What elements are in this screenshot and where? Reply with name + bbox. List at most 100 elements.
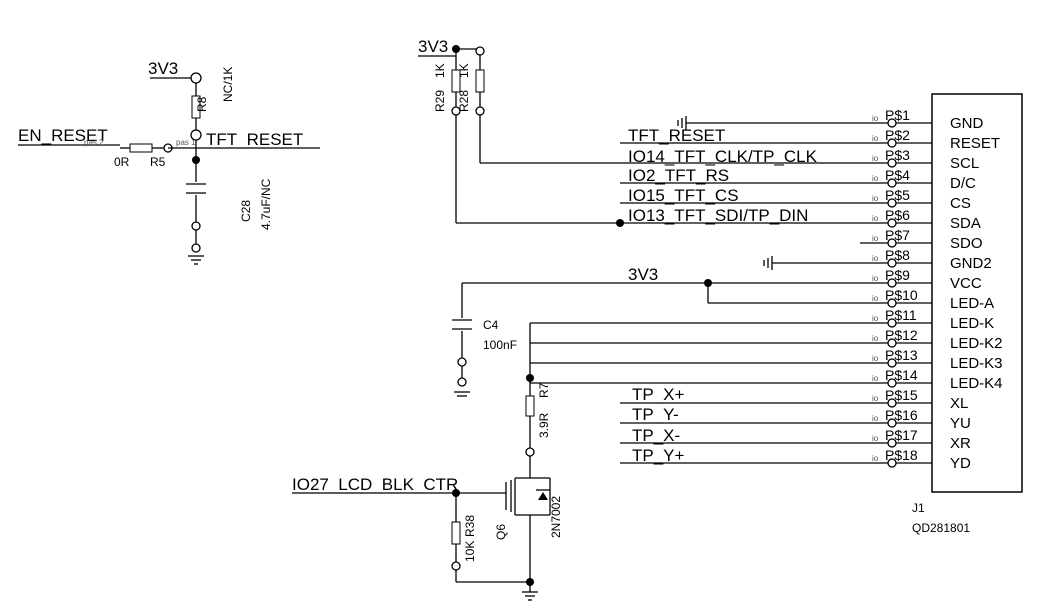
reset-circuit: EN_RESET pas 2 0R R5 pas 1 TFT_RESET 3V3… xyxy=(18,59,320,265)
connector-pad-label: P$5 xyxy=(885,187,910,203)
connector-pin-io: io xyxy=(872,194,879,203)
connector-pin-name: XR xyxy=(950,435,971,452)
j1-value: QD281801 xyxy=(912,521,970,535)
connector-pin-name: SDA xyxy=(950,215,981,232)
connector-pin-io: io xyxy=(872,374,879,383)
r29-value: 1K xyxy=(433,63,447,78)
connector-pin-io: io xyxy=(872,294,879,303)
j1-name: J1 xyxy=(912,501,925,515)
connector-pad-label: P$11 xyxy=(885,307,917,323)
connector-pad-label: P$14 xyxy=(885,367,918,383)
r28-name: R28 xyxy=(457,90,471,112)
svg-text:pas 1: pas 1 xyxy=(176,138,196,147)
connector-pin-end xyxy=(887,458,897,468)
net-io2: IO2_TFT_RS xyxy=(628,166,729,185)
connector-pin-io: io xyxy=(872,214,879,223)
connector-pad-label: P$13 xyxy=(885,347,918,363)
connector-pin-end xyxy=(887,298,897,308)
connector-pin-end xyxy=(887,118,897,128)
connector-pad-label: P$2 xyxy=(885,127,910,143)
connector-pin-name: LED-K2 xyxy=(950,335,1003,352)
connector-pin-end xyxy=(887,258,897,268)
c4-name: C4 xyxy=(483,318,499,332)
connector-pin-end xyxy=(887,178,897,188)
connector-pin-end xyxy=(887,238,897,248)
net-tft-reset-left: TFT_RESET xyxy=(206,130,303,149)
connector-pin-io: io xyxy=(872,314,879,323)
r38-name: R38 xyxy=(463,515,477,537)
r29-name: R29 xyxy=(433,90,447,112)
net-tp-ym: TP_Y- xyxy=(632,405,679,424)
connector-pin-io: io xyxy=(872,354,879,363)
connector-pin-io: io xyxy=(872,414,879,423)
connector-pin-name: GND2 xyxy=(950,255,992,272)
connector-pin-io: io xyxy=(872,154,879,163)
c4-value: 100nF xyxy=(483,338,517,352)
connector-pad-label: P$17 xyxy=(885,427,918,443)
connector-pad-label: P$16 xyxy=(885,407,918,423)
connector-body xyxy=(931,93,1023,493)
r8-name: R8 xyxy=(195,96,209,112)
connector-pin-end xyxy=(887,318,897,328)
connector-pin-end xyxy=(887,198,897,208)
net-tp-xm: TP_X- xyxy=(632,426,680,445)
connector-pin-name: CS xyxy=(950,195,971,212)
connector-pin-io: io xyxy=(872,234,879,243)
connector-pin-end xyxy=(887,138,897,148)
q6-value: 2N7002 xyxy=(549,496,563,538)
connector-pin-io: io xyxy=(872,434,879,443)
connector-pin-end xyxy=(887,378,897,388)
connector-pad-label: P$6 xyxy=(885,207,910,223)
backlight-driver: R7 3.9R 2N7002 Q6 IO27_LCD_BLK_CTR R38 1… xyxy=(292,374,563,601)
connector-pin-name: LED-K xyxy=(950,315,994,332)
connector-pin-end xyxy=(887,158,897,168)
connector-pin-name: LED-A xyxy=(950,295,994,312)
connector-pad-label: P$18 xyxy=(885,447,918,463)
connector-pin-end xyxy=(887,338,897,348)
connector-pin-end xyxy=(887,398,897,408)
net-io15: IO15_TFT_CS xyxy=(628,186,739,205)
connector-pin-end xyxy=(887,218,897,228)
connector-pin-name: GND xyxy=(950,115,984,132)
connector-pin-name: LED-K3 xyxy=(950,355,1003,372)
connector-pad-label: P$8 xyxy=(885,247,910,263)
resistor-r5 xyxy=(129,143,153,153)
connector-pin-io: io xyxy=(872,174,879,183)
connector-pad-label: P$9 xyxy=(885,267,910,283)
r7-value: 3.9R xyxy=(537,412,551,438)
svg-text:pas 2: pas 2 xyxy=(84,138,104,147)
connector-pin-name: SDO xyxy=(950,235,983,252)
capacitor-c4: C4 100nF xyxy=(452,283,517,397)
connector-pin-end xyxy=(887,358,897,368)
net-3v3-left: 3V3 xyxy=(148,59,178,78)
connector-pin-end xyxy=(887,278,897,288)
connector-pin-name: SCL xyxy=(950,155,979,172)
net-io14: IO14_TFT_CLK/TP_CLK xyxy=(628,147,818,166)
connector-pin-io: io xyxy=(872,334,879,343)
connector-pin-io: io xyxy=(872,454,879,463)
net-tp-yp: TP_Y+ xyxy=(632,446,685,465)
connector-pin-io: io xyxy=(872,254,879,263)
net-tft-reset: TFT_RESET xyxy=(628,126,725,145)
r38-value: 10K xyxy=(463,541,477,562)
connector-pad-label: P$1 xyxy=(885,107,910,123)
net-3v3-mid: 3V3 xyxy=(628,265,658,284)
connector-pad-label: P$3 xyxy=(885,147,910,163)
connector-pin-name: D/C xyxy=(950,175,976,192)
r28-value: 1K xyxy=(457,63,471,78)
connector-pad-label: P$12 xyxy=(885,327,918,343)
connector-pin-name: VCC xyxy=(950,275,982,292)
resistor-r38 xyxy=(451,521,461,545)
connector-pin-name: RESET xyxy=(950,135,1000,152)
connector-pin-end xyxy=(887,418,897,428)
net-tp-xp: TP_X+ xyxy=(632,385,685,404)
pullup-resistors: 3V3 R29 1K R28 1K xyxy=(418,37,890,227)
connector-pin-name: YD xyxy=(950,455,971,472)
r5-name: R5 xyxy=(150,155,166,169)
connector-pin-io: io xyxy=(872,274,879,283)
connector-pin-io: io xyxy=(872,134,879,143)
resistor-r7 xyxy=(525,395,535,417)
connector-pin-name: YU xyxy=(950,415,971,432)
